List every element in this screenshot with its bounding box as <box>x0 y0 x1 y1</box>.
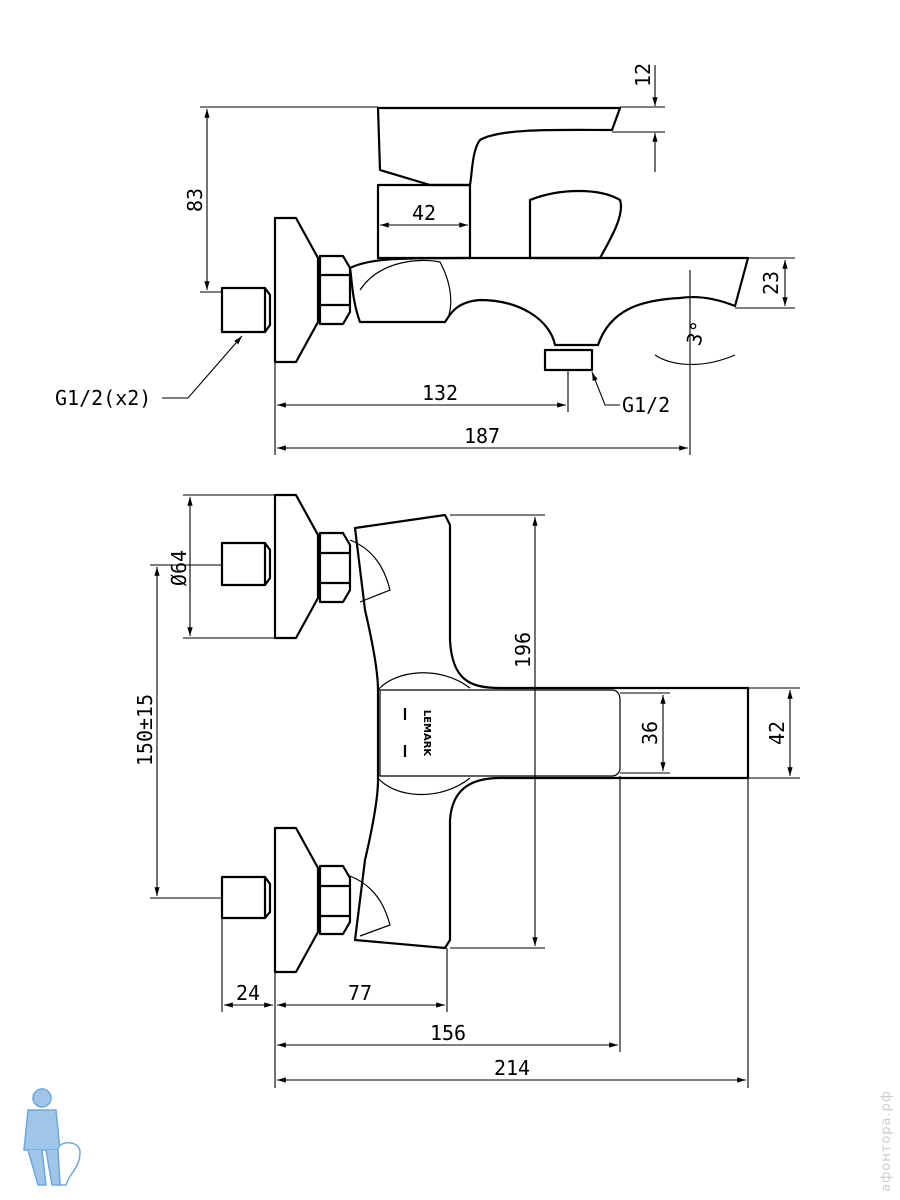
label-inlet-thread: G1/2(x2) <box>55 386 151 410</box>
dim-214: 214 <box>494 1056 530 1080</box>
side-view-dimensions: 83 12 42 23 3° 132 187 G1/2(x2) G1/2 <box>55 63 795 455</box>
top-view-dimensions: Ø64 150±15 196 36 42 24 77 156 214 <box>133 494 800 1088</box>
dim-150: 150±15 <box>133 694 157 766</box>
dim-83: 83 <box>183 188 207 212</box>
spout-top <box>379 689 621 777</box>
watermark: афонтора.рф <box>879 1090 894 1192</box>
dim-132: 132 <box>422 381 458 405</box>
side-view-faucet <box>220 106 750 372</box>
dim-42: 42 <box>765 721 789 745</box>
dim-23: 23 <box>759 271 783 295</box>
dim-angle: 3° <box>682 318 711 347</box>
plumber-mascot-logo <box>23 1088 81 1186</box>
dim-36: 36 <box>638 721 662 745</box>
label-outlet-thread: G1/2 <box>622 393 670 417</box>
dim-187: 187 <box>464 424 500 448</box>
dim-24: 24 <box>236 981 260 1005</box>
dim-diameter-64: Ø64 <box>167 550 191 586</box>
wall-plate <box>273 216 320 364</box>
outlet <box>543 348 594 372</box>
dim-42: 42 <box>412 201 436 225</box>
hex-nut <box>318 254 352 326</box>
dim-196: 196 <box>511 632 535 668</box>
lever-handle <box>376 106 622 187</box>
dim-12: 12 <box>631 63 655 87</box>
inlet-connector <box>220 286 272 334</box>
top-view-faucet: LEMARK <box>220 493 750 974</box>
dim-156: 156 <box>430 1021 466 1045</box>
diverter-knob <box>528 189 623 260</box>
brand-logo: LEMARK <box>421 710 432 758</box>
body-outline <box>353 513 750 950</box>
body-curve <box>359 259 452 323</box>
dim-77: 77 <box>348 981 372 1005</box>
